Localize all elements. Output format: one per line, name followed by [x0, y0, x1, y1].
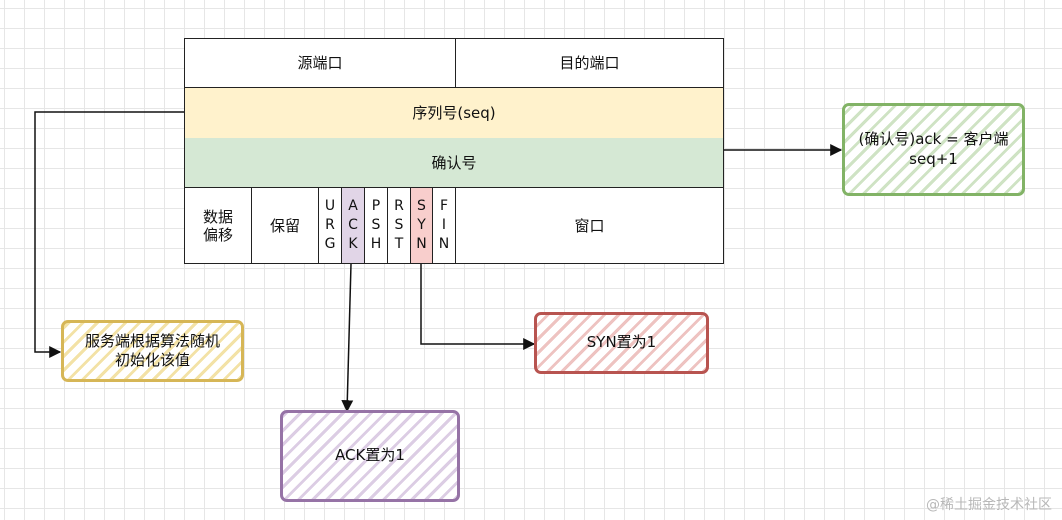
seq-random-note-line1: 服务端根据算法随机	[84, 331, 220, 350]
fin-letter: N	[438, 236, 450, 252]
ack-flag: A C K	[341, 187, 364, 264]
acknowledgment-number-field: 确认号	[184, 138, 724, 188]
seq-random-note-line2: 初始化该值	[114, 351, 190, 369]
syn-letter: S	[417, 198, 426, 214]
syn-set-note-label: SYN置为1	[586, 333, 657, 352]
urg-letter: U	[324, 198, 336, 214]
acknowledgment-number-label: 确认号	[431, 154, 477, 172]
reserved-label: 保留	[269, 216, 300, 235]
fin-letter: I	[441, 217, 447, 233]
watermark-text: @稀土掘金技术社区	[926, 497, 1052, 513]
rst-letter: S	[394, 217, 404, 233]
ack-set-note: ACK置为1	[280, 410, 460, 502]
syn-letter: N	[416, 236, 427, 252]
destination-port-field: 目的端口	[455, 38, 724, 88]
ack-letter: K	[348, 236, 358, 252]
reserved-field: 保留	[251, 187, 318, 264]
fin-flag: F I N	[432, 187, 455, 264]
seq-to-note-arrow	[34, 111, 184, 358]
syn-set-note: SYN置为1	[534, 312, 709, 374]
psh-letter: H	[370, 236, 382, 252]
source-port-label: 源端口	[297, 54, 343, 72]
data-offset-label-line1: 数据	[202, 207, 233, 226]
ack-letter: C	[348, 217, 358, 233]
window-field: 窗口	[455, 187, 724, 264]
window-label: 窗口	[574, 216, 605, 235]
destination-port-label: 目的端口	[559, 54, 620, 72]
syn-flag-to-note-arrow	[420, 264, 536, 350]
source-port-field: 源端口	[184, 38, 455, 88]
rst-letter: T	[394, 236, 404, 252]
urg-flag: U R G	[318, 187, 341, 264]
seq-random-note: 服务端根据算法随机 初始化该值	[61, 320, 244, 382]
ack-letter: A	[348, 198, 358, 214]
syn-letter: Y	[417, 217, 426, 233]
sequence-number-field: 序列号(seq)	[184, 88, 724, 138]
rst-letter: R	[394, 198, 404, 214]
sequence-number-label: 序列号(seq)	[412, 104, 496, 122]
psh-letter: P	[371, 198, 381, 214]
data-offset-label-line2: 偏移	[202, 225, 233, 244]
urg-letter: R	[325, 217, 335, 233]
ack-flag-to-note-arrow	[341, 263, 354, 413]
urg-letter: G	[324, 236, 336, 252]
psh-letter: S	[371, 217, 381, 233]
rst-flag: R S T	[387, 187, 410, 264]
ack-value-note: (确认号)ack = 客户端 seq+1	[842, 103, 1025, 196]
fin-letter: F	[439, 198, 449, 214]
ack-value-note-line1: (确认号)ack = 客户端	[858, 130, 1009, 148]
psh-flag: P S H	[364, 187, 387, 264]
ack-value-note-line2: seq+1	[909, 149, 958, 168]
ack-set-note-label: ACK置为1	[335, 446, 405, 465]
syn-flag: S Y N	[410, 187, 432, 264]
data-offset-field: 数据 偏移	[184, 187, 251, 264]
